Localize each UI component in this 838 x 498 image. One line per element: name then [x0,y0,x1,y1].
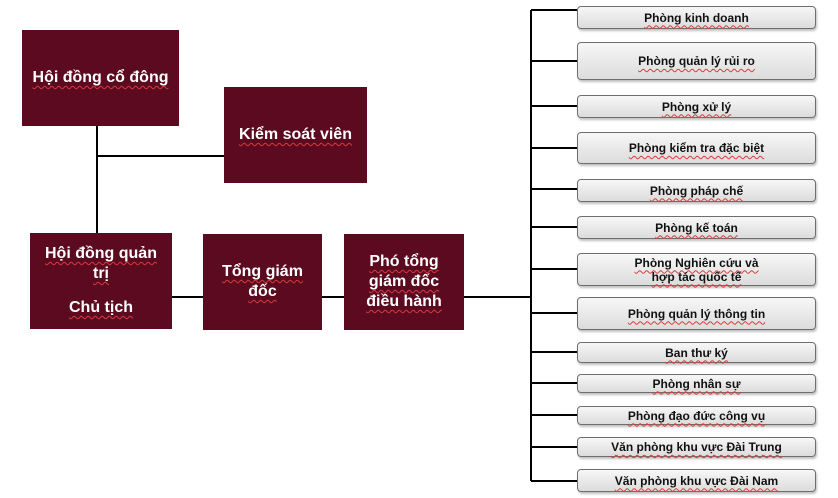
dept-sales: Phòng kinh doanh [577,6,816,29]
dept-label: Phòng pháp chế [649,183,744,198]
box-board-title: Hội đồng quản trị [45,245,157,282]
box-board: Hội đồng quản trị Chủ tịch [30,233,172,329]
dept-label: Phòng quản lý thông tin [627,306,766,321]
dept-tainan-office: Văn phòng khu vực Đài Nam [577,469,816,492]
dept-label: Văn phòng khu vực Đài Nam [614,473,779,488]
box-shareholders-label: Hội đồng cổ đông [32,69,169,86]
dept-legal: Phòng pháp chế [577,179,816,202]
dept-label: Phòng xử lý [661,99,732,114]
dept-risk-management: Phòng quản lý rủi ro [577,42,816,80]
box-supervisor-label: Kiểm soát viên [239,126,352,143]
dept-processing: Phòng xử lý [577,95,816,118]
dept-information-management: Phòng quản lý thông tin [577,297,816,330]
dept-special-inspection: Phòng kiểm tra đặc biệt [577,132,816,164]
box-board-chairman: Chủ tịch [69,299,133,316]
dept-taichung-office: Văn phòng khu vực Đài Trung [577,437,816,457]
box-deputy-ceo: Phó tổng giám đốc điều hành [344,234,464,330]
dept-public-ethics: Phòng đạo đức công vụ [577,406,816,425]
dept-label: Phòng kinh doanh [644,10,749,25]
dept-label: Văn phòng khu vực Đài Trung [611,440,782,454]
dept-accounting: Phòng kế toán [577,216,816,239]
box-ceo: Tổng giám đốc [203,234,322,330]
box-shareholders: Hội đồng cổ đông [22,30,179,126]
dept-secretariat: Ban thư ký [577,342,816,363]
box-deputy-ceo-label: Phó tổng giám đốc điều hành [366,253,442,310]
dept-label: Phòng đạo đức công vụ [627,408,766,423]
dept-label: Phòng quản lý rủi ro [638,54,755,68]
dept-human-resources: Phòng nhân sự [577,374,816,393]
dept-label: Phòng kế toán [655,220,738,235]
box-ceo-label: Tổng giám đốc [222,263,303,300]
dept-label: Phòng Nghiên cứu và hợp tác quốc tế [634,255,759,284]
dept-label: Phòng kiểm tra đặc biệt [628,141,765,155]
box-supervisor: Kiểm soát viên [224,87,367,183]
dept-label: Phòng nhân sự [652,376,741,391]
dept-research-cooperation: Phòng Nghiên cứu và hợp tác quốc tế [577,253,816,286]
dept-label: Ban thư ký [665,345,728,360]
